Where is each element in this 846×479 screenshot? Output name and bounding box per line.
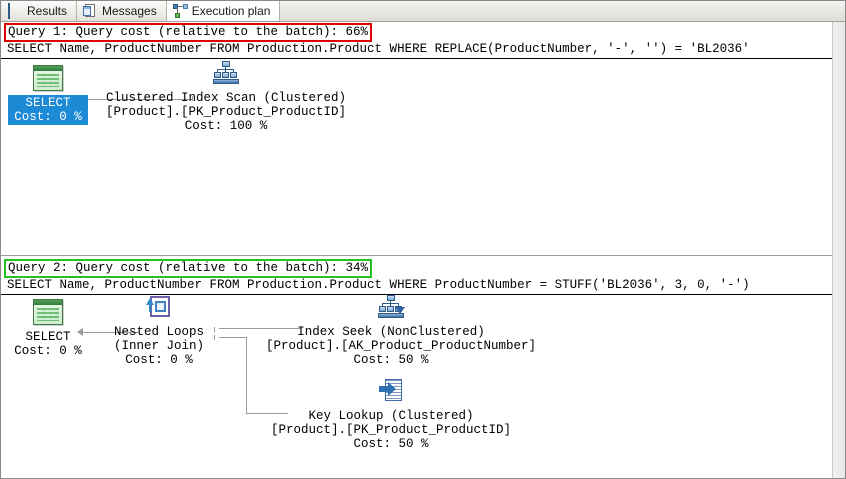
node-q2-lookup-cost: Cost: 50 % bbox=[353, 437, 429, 451]
connector-loops-to-index-seek bbox=[219, 328, 301, 329]
node-q1-clustered-index-scan[interactable]: Clustered Index Scan (Clustered) [Produc… bbox=[101, 61, 351, 133]
messages-document-icon bbox=[83, 4, 98, 18]
node-q1-scan-object: [Product].[PK_Product_ProductID] bbox=[105, 105, 347, 119]
node-q2-loops-name: Nested Loops bbox=[113, 325, 204, 339]
node-q1-scan-cost: Cost: 100 % bbox=[184, 119, 268, 133]
node-q2-loops-cost: Cost: 0 % bbox=[125, 353, 193, 367]
vertical-scrollbar[interactable] bbox=[832, 22, 845, 478]
query-2-cost-header: Query 2: Query cost (relative to the bat… bbox=[4, 259, 373, 278]
execution-plan-icon bbox=[172, 4, 188, 18]
node-q2-key-lookup[interactable]: Key Lookup (Clustered) [Product].[PK_Pro… bbox=[266, 379, 516, 451]
node-q1-scan-name: Clustered Index Scan (Clustered) bbox=[105, 91, 347, 105]
connector-scan-to-select bbox=[82, 99, 192, 100]
query-2-sql-text: SELECT Name, ProductNumber FROM Producti… bbox=[7, 278, 750, 292]
node-q2-select-name: SELECT bbox=[25, 330, 71, 344]
results-grid-icon bbox=[8, 3, 23, 19]
query-2-block: Query 2: Query cost (relative to the bat… bbox=[1, 258, 832, 475]
node-q2-loops-subtitle: (Inner Join) bbox=[113, 339, 204, 353]
plan-scroll-region[interactable]: Query 1: Query cost (relative to the bat… bbox=[1, 22, 832, 478]
query-blocks-separator bbox=[1, 255, 832, 256]
node-q2-index-seek[interactable]: Index Seek (NonClustered) [Product].[AK_… bbox=[266, 295, 537, 367]
node-q2-select-cost: Cost: 0 % bbox=[14, 344, 82, 358]
query-1-block: Query 1: Query cost (relative to the bat… bbox=[1, 22, 832, 258]
node-q2-lookup-name: Key Lookup (Clustered) bbox=[308, 409, 474, 423]
result-pane-tabstrip: Results Messages Execution plan bbox=[1, 1, 845, 22]
clustered-index-scan-icon bbox=[213, 61, 239, 85]
nested-loops-icon bbox=[146, 295, 172, 319]
node-q2-seek-cost: Cost: 50 % bbox=[353, 353, 429, 367]
connector-tick-scan bbox=[192, 96, 193, 101]
connector-arrow-to-select-q2 bbox=[77, 328, 83, 336]
select-operator-icon bbox=[33, 65, 63, 91]
query-1-cost-header: Query 1: Query cost (relative to the bat… bbox=[4, 23, 373, 42]
tab-results-label: Results bbox=[27, 4, 68, 18]
connector-tick-loops-out bbox=[214, 327, 215, 332]
connector-loops-to-select bbox=[83, 332, 139, 333]
query-1-sql-text: SELECT Name, ProductNumber FROM Producti… bbox=[7, 42, 750, 56]
tab-messages[interactable]: Messages bbox=[77, 1, 167, 21]
query-1-header-row: Query 1: Query cost (relative to the bat… bbox=[1, 23, 832, 42]
connector-loops-to-key-lookup-top bbox=[219, 337, 246, 338]
node-q2-seek-name: Index Seek (NonClustered) bbox=[297, 325, 485, 339]
node-q2-lookup-object: [Product].[PK_Product_ProductID] bbox=[270, 423, 512, 437]
select-operator-icon bbox=[33, 299, 63, 325]
tab-messages-label: Messages bbox=[102, 4, 157, 18]
tab-execution-plan[interactable]: Execution plan bbox=[166, 1, 281, 21]
key-lookup-icon bbox=[379, 379, 403, 403]
query-2-divider bbox=[1, 294, 832, 295]
query-2-header-row: Query 2: Query cost (relative to the bat… bbox=[1, 259, 832, 278]
connector-loops-to-key-lookup-bottom bbox=[246, 413, 288, 414]
tab-results[interactable]: Results bbox=[2, 1, 78, 21]
connector-loops-to-key-lookup-vertical bbox=[246, 337, 247, 413]
node-q2-nested-loops[interactable]: Nested Loops (Inner Join) Cost: 0 % bbox=[104, 295, 214, 367]
query-1-divider bbox=[1, 58, 832, 59]
node-q2-seek-object: [Product].[AK_Product_ProductNumber] bbox=[266, 339, 537, 353]
index-seek-icon bbox=[378, 295, 405, 319]
node-q2-select[interactable]: SELECT Cost: 0 % bbox=[3, 299, 93, 358]
tab-execution-plan-label: Execution plan bbox=[191, 4, 271, 18]
query-2-plan-canvas[interactable]: SELECT Cost: 0 % N bbox=[1, 295, 832, 475]
execution-plan-content: Query 1: Query cost (relative to the bat… bbox=[1, 22, 845, 478]
connector-tick-loops-out-2 bbox=[214, 335, 215, 340]
